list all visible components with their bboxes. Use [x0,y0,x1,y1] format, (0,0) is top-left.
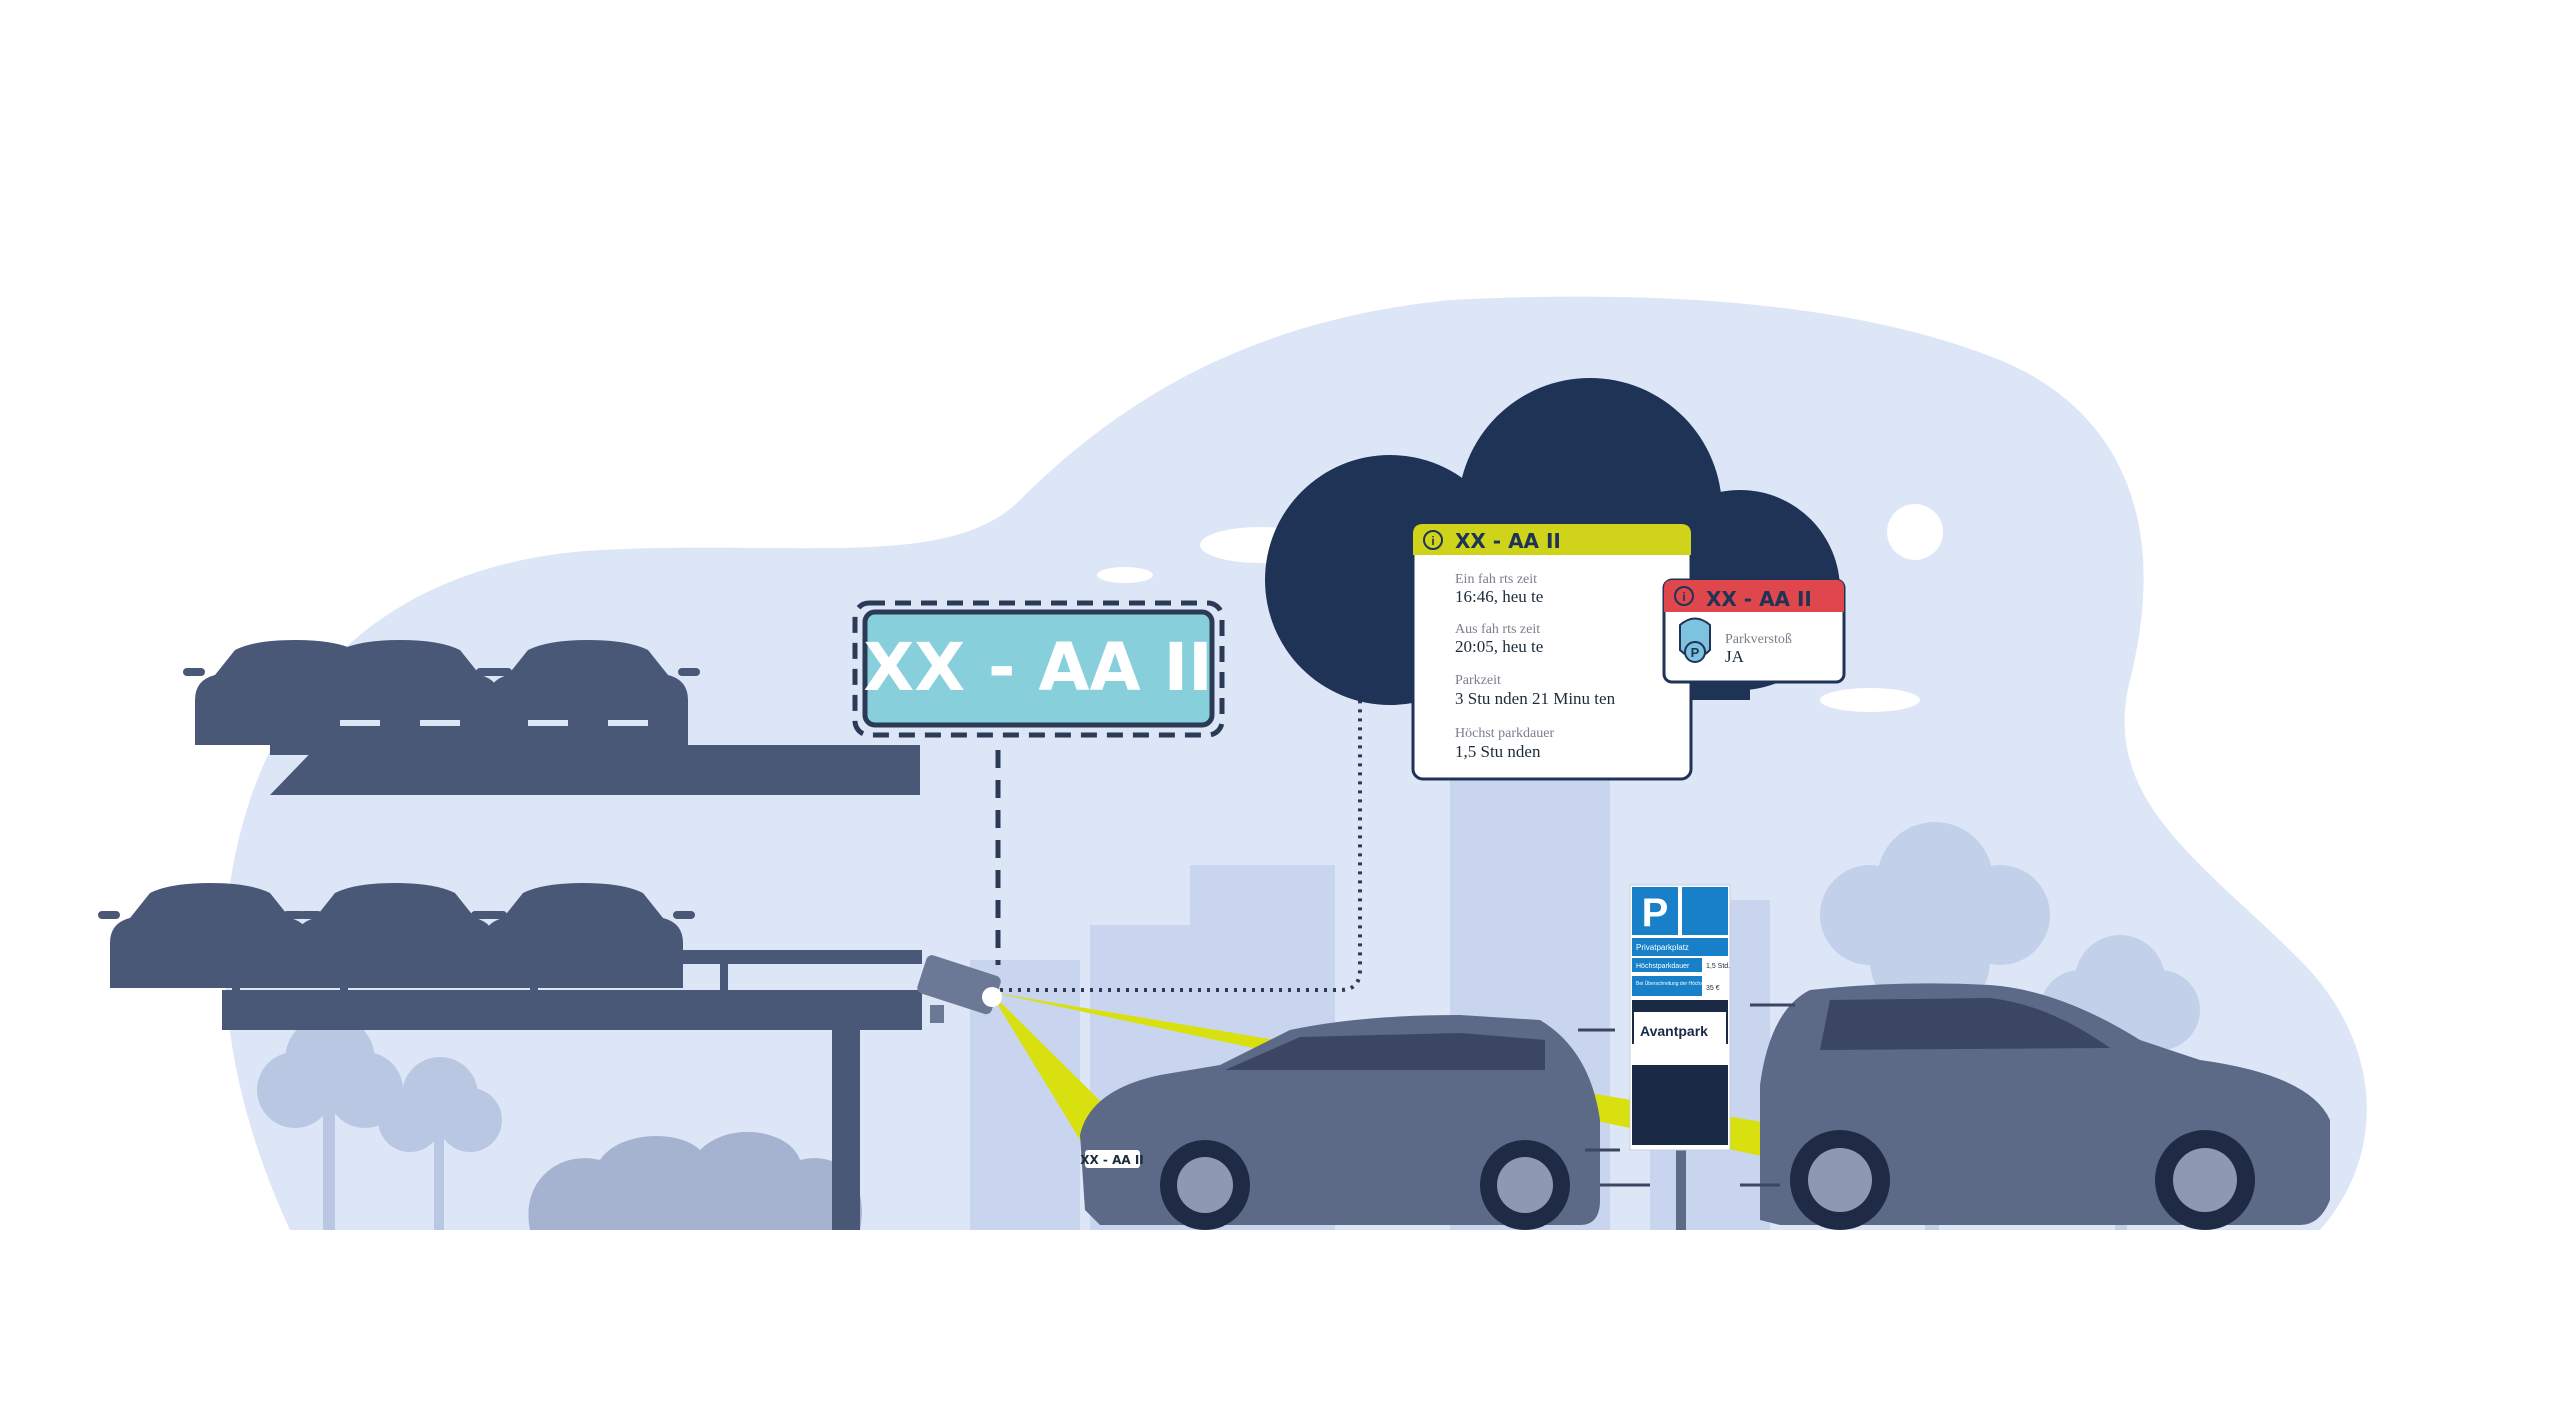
svg-text:P: P [1691,645,1700,660]
entry-label: Ein fah rts zeit [1455,572,1537,587]
surveillance-camera [917,955,1002,1023]
info-card-title: XX - AA II [1455,529,1561,553]
moon [1887,504,1943,560]
garage-car-windows [340,720,835,726]
violation-value: JA [1725,647,1745,666]
license-plate-display: XX - AA II [852,600,1225,738]
parking-meter-icon: P [1679,617,1711,663]
motion-lines [1578,1003,1795,1187]
parking-sign: P Privatparkplatz Höchstparkdauer 1,5 St… [1629,884,1731,1230]
info-icon [1423,530,1443,550]
max-label: Höchst parkdauer [1455,726,1554,741]
plate-display-text: XX - AA II [863,629,1212,706]
garage-cars [98,640,700,988]
car-plate: XX - AA II [1080,1153,1144,1167]
parked-car-right [1760,983,2330,1230]
duration-label: Parkzeit [1455,673,1501,688]
sign-row3-value: 35 € [1706,985,1720,992]
parked-car-left: XX - AA II [1080,1015,1600,1230]
bushes [528,1131,862,1230]
violation-card: i XX - AA II P Parkverstoß JA [1662,578,1846,684]
left-trees [257,1015,502,1230]
sign-brand: Avantpark [1640,1023,1708,1039]
entry-value: 16:46, heu te [1455,587,1543,606]
max-value: 1,5 Stu nden [1455,742,1541,761]
sign-row3: Bei Überschreitung der Höchstparkdauer [1636,980,1727,987]
exit-label: Aus fah rts zeit [1455,622,1540,637]
sign-row2: Höchstparkdauer [1636,963,1690,970]
violation-label: Parkverstoß [1725,632,1792,647]
duration-value: 3 Stu nden 21 Minu ten [1455,689,1616,708]
sign-p-letter: P [1642,891,1669,935]
violation-info-icon [1674,586,1694,606]
sign-row1: Privatparkplatz [1636,943,1689,952]
violation-card-title: XX - AA II [1706,587,1812,611]
exit-value: 20:05, heu te [1455,637,1543,656]
parking-info-card: i XX - AA II Ein fah rts zeit 16:46, heu… [1411,522,1693,781]
svg-text:i: i [1682,590,1685,604]
sign-row2-value: 1,5 Std. [1706,963,1730,970]
svg-text:i: i [1431,534,1434,548]
